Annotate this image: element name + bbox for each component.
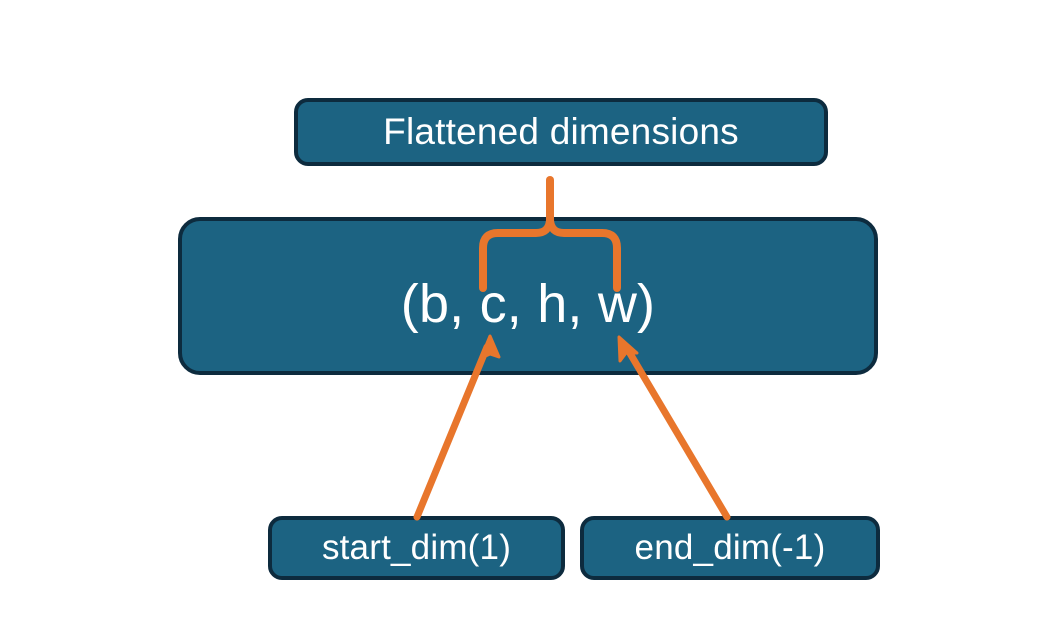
start-dim-label: start_dim(1) [321,528,512,567]
tensor-shape-tuple-label: (b, c, h, w) [400,274,656,334]
flattened-dimensions-box: Flattened dimensions [294,98,828,166]
end-dim-label: end_dim(-1) [634,528,826,567]
end-dim-box: end_dim(-1) [580,516,880,580]
flattened-dimensions-label: Flattened dimensions [383,111,739,152]
start-dim-box: start_dim(1) [268,516,565,580]
tensor-shape-tuple-box: (b, c, h, w) [178,217,878,375]
